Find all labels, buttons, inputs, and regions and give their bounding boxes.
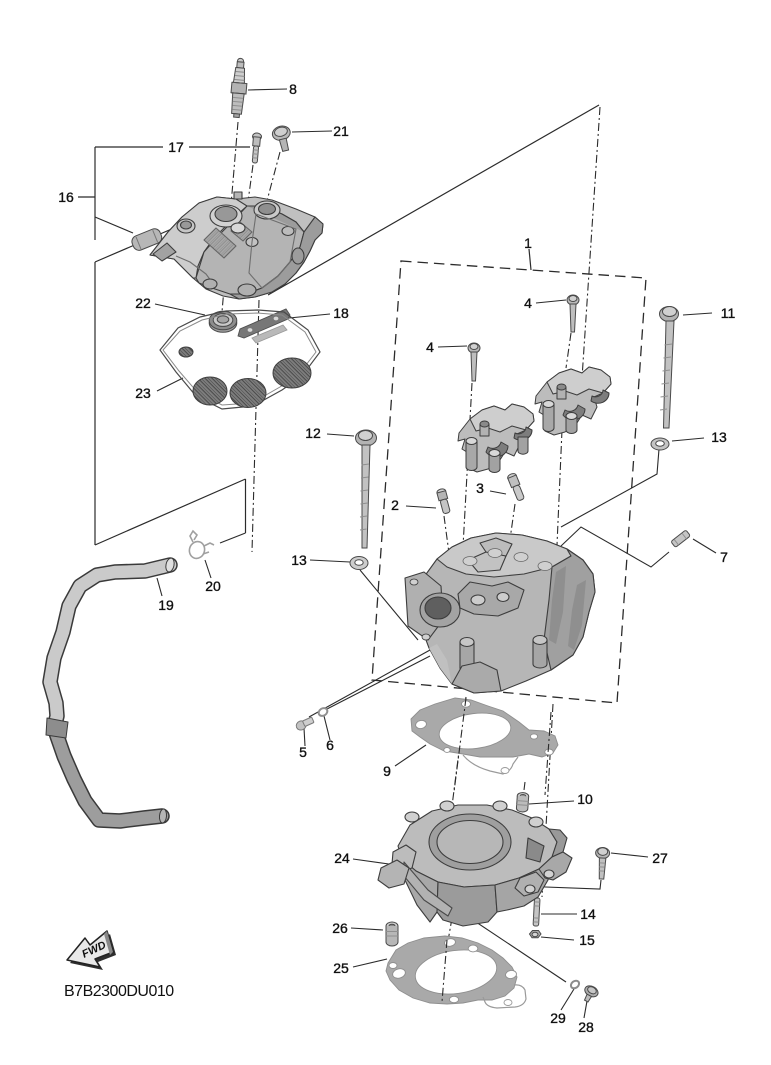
svg-text:15: 15 [579, 932, 595, 948]
svg-text:1: 1 [524, 235, 532, 251]
svg-text:4: 4 [524, 295, 532, 311]
svg-text:6: 6 [326, 737, 334, 753]
svg-text:23: 23 [135, 385, 151, 401]
svg-text:14: 14 [580, 906, 596, 922]
svg-text:19: 19 [158, 597, 174, 613]
svg-text:11: 11 [721, 305, 736, 321]
svg-text:28: 28 [578, 1019, 594, 1035]
svg-text:21: 21 [333, 123, 349, 139]
svg-text:10: 10 [577, 791, 593, 807]
svg-text:13: 13 [291, 552, 307, 568]
svg-text:4: 4 [426, 339, 434, 355]
svg-text:27: 27 [652, 850, 668, 866]
svg-text:26: 26 [332, 920, 348, 936]
svg-text:22: 22 [135, 295, 151, 311]
svg-text:5: 5 [299, 744, 307, 760]
svg-text:25: 25 [333, 960, 349, 976]
svg-text:3: 3 [476, 480, 484, 496]
svg-text:20: 20 [205, 578, 221, 594]
svg-text:8: 8 [289, 81, 297, 97]
svg-text:7: 7 [720, 549, 728, 565]
svg-text:13: 13 [711, 429, 727, 445]
svg-text:9: 9 [383, 763, 391, 779]
svg-text:18: 18 [333, 305, 349, 321]
svg-text:2: 2 [391, 497, 399, 513]
svg-text:17: 17 [168, 139, 184, 155]
svg-text:12: 12 [305, 425, 321, 441]
svg-text:24: 24 [334, 850, 350, 866]
svg-text:B7B2300DU010: B7B2300DU010 [64, 983, 174, 1000]
svg-text:29: 29 [550, 1010, 566, 1026]
svg-text:16: 16 [58, 189, 74, 205]
